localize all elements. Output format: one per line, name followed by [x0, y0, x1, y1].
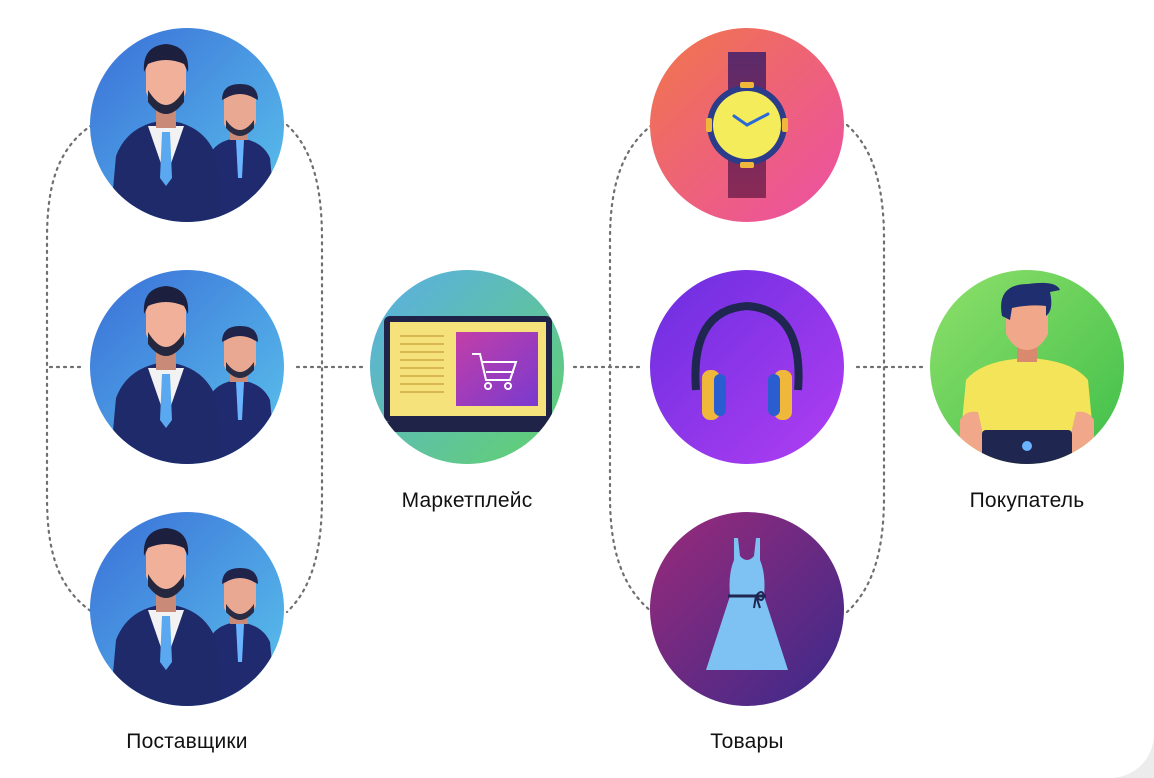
marketplace-node	[370, 270, 564, 464]
person-with-laptop-icon	[930, 270, 1124, 464]
wristwatch-icon	[650, 28, 844, 222]
businessmen-icon	[90, 512, 284, 706]
buyer-label: Покупатель	[969, 489, 1085, 512]
goods-bracket-left	[608, 123, 654, 614]
businessmen-icon	[90, 270, 284, 464]
suppliers-bracket-right	[285, 123, 324, 614]
laptop-shopping-cart-icon	[370, 270, 564, 464]
goods-node-watch	[650, 28, 844, 222]
goods-label: Товары	[710, 730, 784, 753]
supplier-node-2	[90, 270, 284, 464]
supplier-node-1	[90, 28, 284, 222]
headphones-icon	[650, 270, 844, 464]
suppliers-bracket-left	[45, 123, 94, 614]
marketplace-label: Маркетплейс	[401, 489, 533, 512]
dress-icon	[650, 512, 844, 706]
suppliers-label: Поставщики	[126, 730, 248, 753]
goods-node-headphones	[650, 270, 844, 464]
businessmen-icon	[90, 28, 284, 222]
goods-node-dress	[650, 512, 844, 706]
goods-bracket-right	[845, 123, 886, 614]
buyer-node	[930, 270, 1124, 464]
supplier-node-3	[90, 512, 284, 706]
